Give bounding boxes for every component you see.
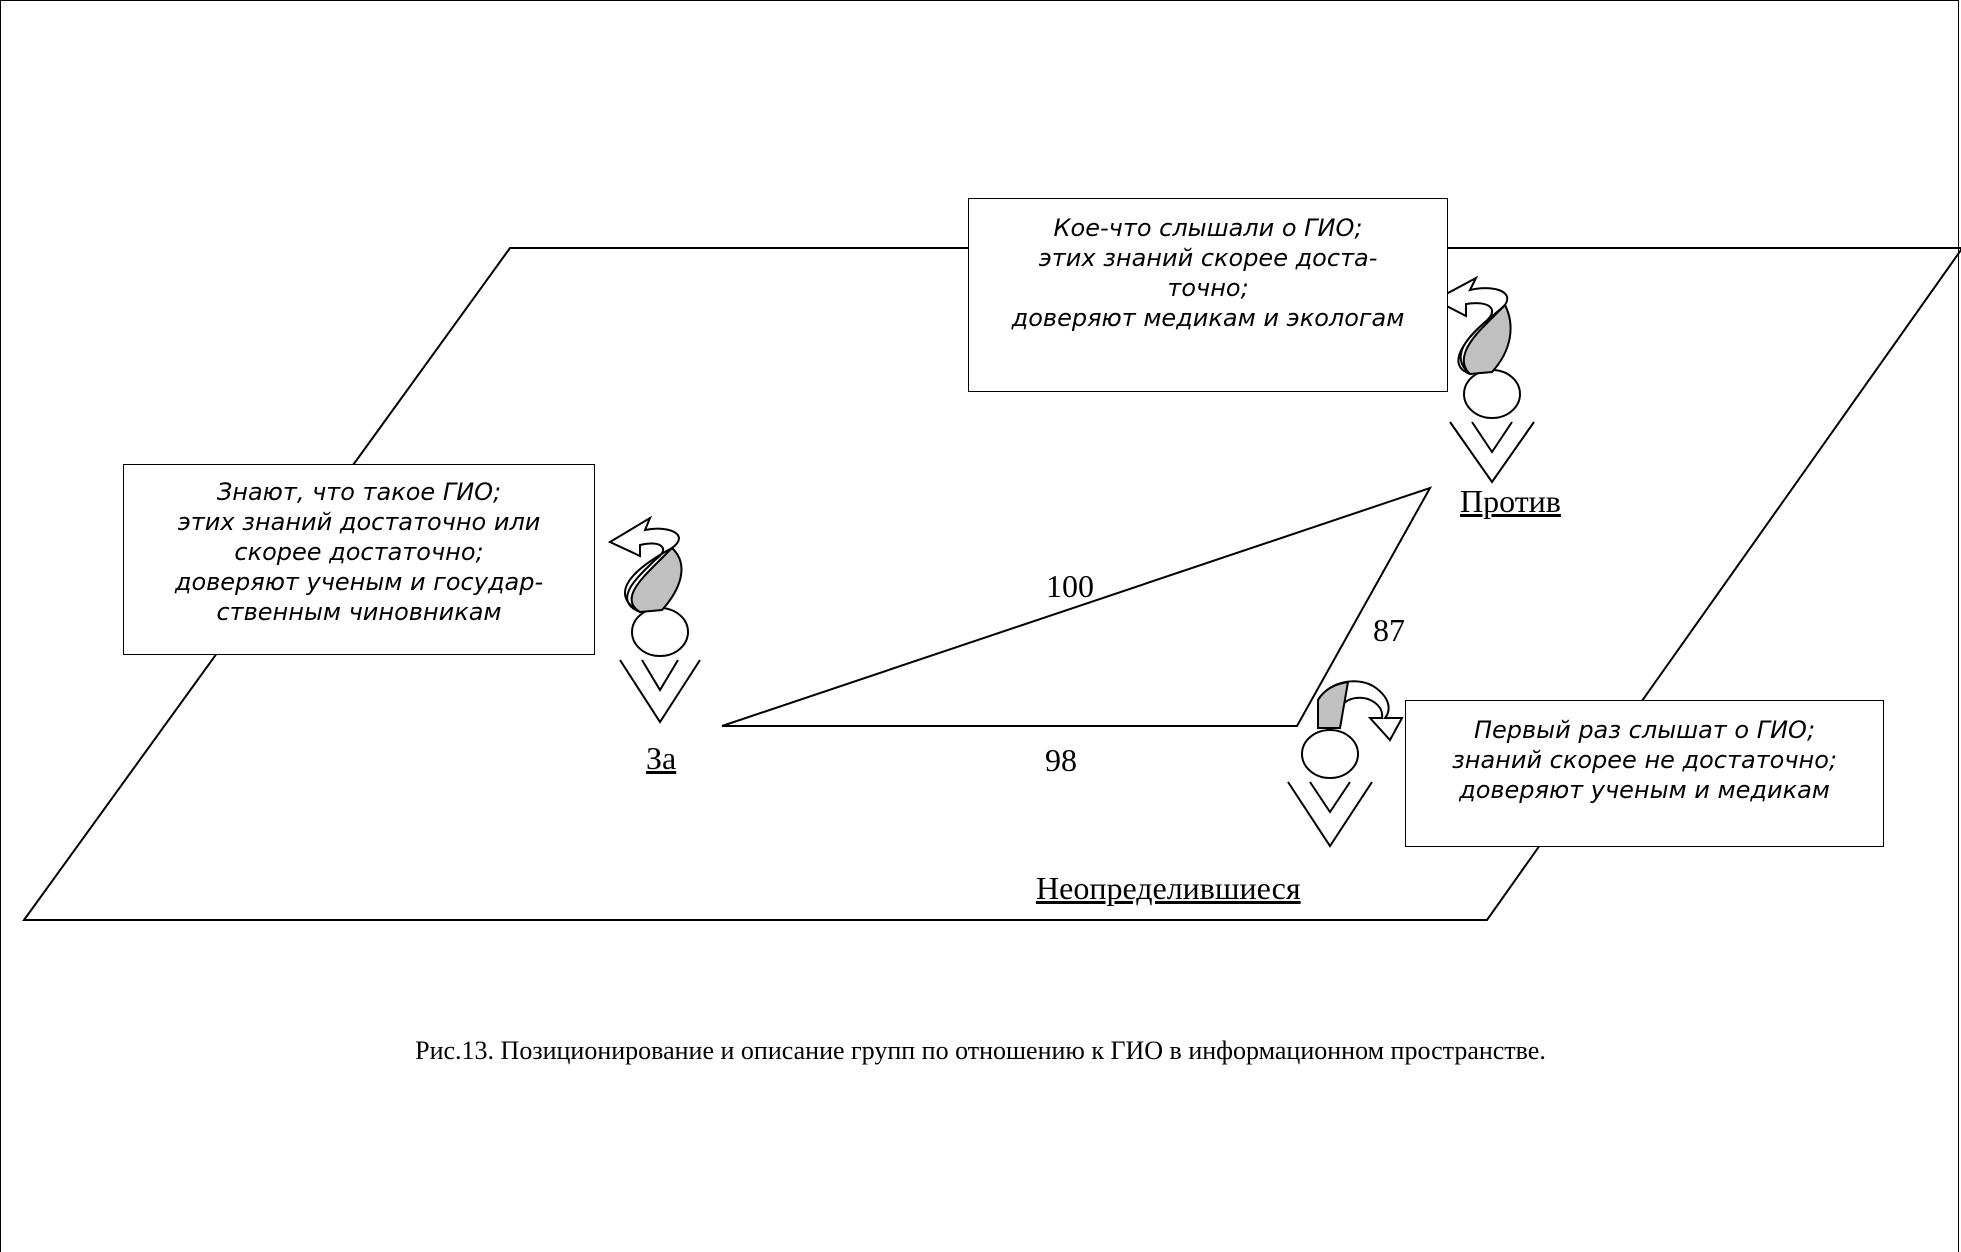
- group-box-protiv: Кое-что слышали о ГИО; этих знаний скоре…: [968, 198, 1448, 392]
- protiv-line-1: Кое-что слышали о ГИО;: [1053, 214, 1363, 242]
- curved-arrow-icon-neopredelivshiesya: [1317, 680, 1404, 742]
- protiv-line-4: доверяют медикам и экологам: [1011, 304, 1405, 332]
- distance-label-protiv-neopr: 87: [1373, 612, 1405, 648]
- curved-arrow-icon-protiv: [1432, 275, 1512, 376]
- group-label-neopredelivshiesya: Неопределившиеся: [1036, 870, 1301, 906]
- figure-caption: Рис.13. Позиционирование и описание груп…: [415, 1036, 1546, 1065]
- neopr-line-3: доверяют ученым и медикам: [1459, 776, 1830, 804]
- distance-label-za-neopr: 98: [1045, 742, 1077, 778]
- group-box-za: Знают, что такое ГИО; этих знаний достат…: [123, 464, 595, 655]
- protiv-line-3: точно;: [1167, 274, 1249, 302]
- za-line-5: ственным чиновникам: [216, 598, 502, 626]
- person-icon-za: [619, 607, 701, 724]
- distance-label-za-protiv: 100: [1046, 568, 1094, 604]
- curved-arrow-icon-za: [607, 515, 683, 614]
- protiv-line-2: этих знаний скорее доста-: [1038, 244, 1378, 272]
- distance-triangle: [721, 486, 1433, 727]
- person-icon-protiv: [1449, 369, 1535, 484]
- group-box-neopredelivshiesya: Первый раз слышат о ГИО; знаний скорее н…: [1405, 700, 1884, 847]
- group-label-za: За: [646, 740, 677, 776]
- information-space-plane: [22, 247, 1961, 921]
- person-icon-neopredelivshiesya: [1287, 729, 1373, 848]
- za-line-1: Знают, что такое ГИО;: [216, 478, 502, 506]
- neopr-line-1: Первый раз слышат о ГИО;: [1473, 716, 1816, 744]
- za-line-4: доверяют ученым и государ-: [174, 568, 544, 596]
- za-line-3: скорее достаточно;: [234, 538, 484, 566]
- za-line-2: этих знаний достаточно или: [177, 508, 541, 536]
- neopr-line-2: знаний скорее не достаточно;: [1452, 746, 1837, 774]
- group-label-protiv: Против: [1460, 483, 1561, 519]
